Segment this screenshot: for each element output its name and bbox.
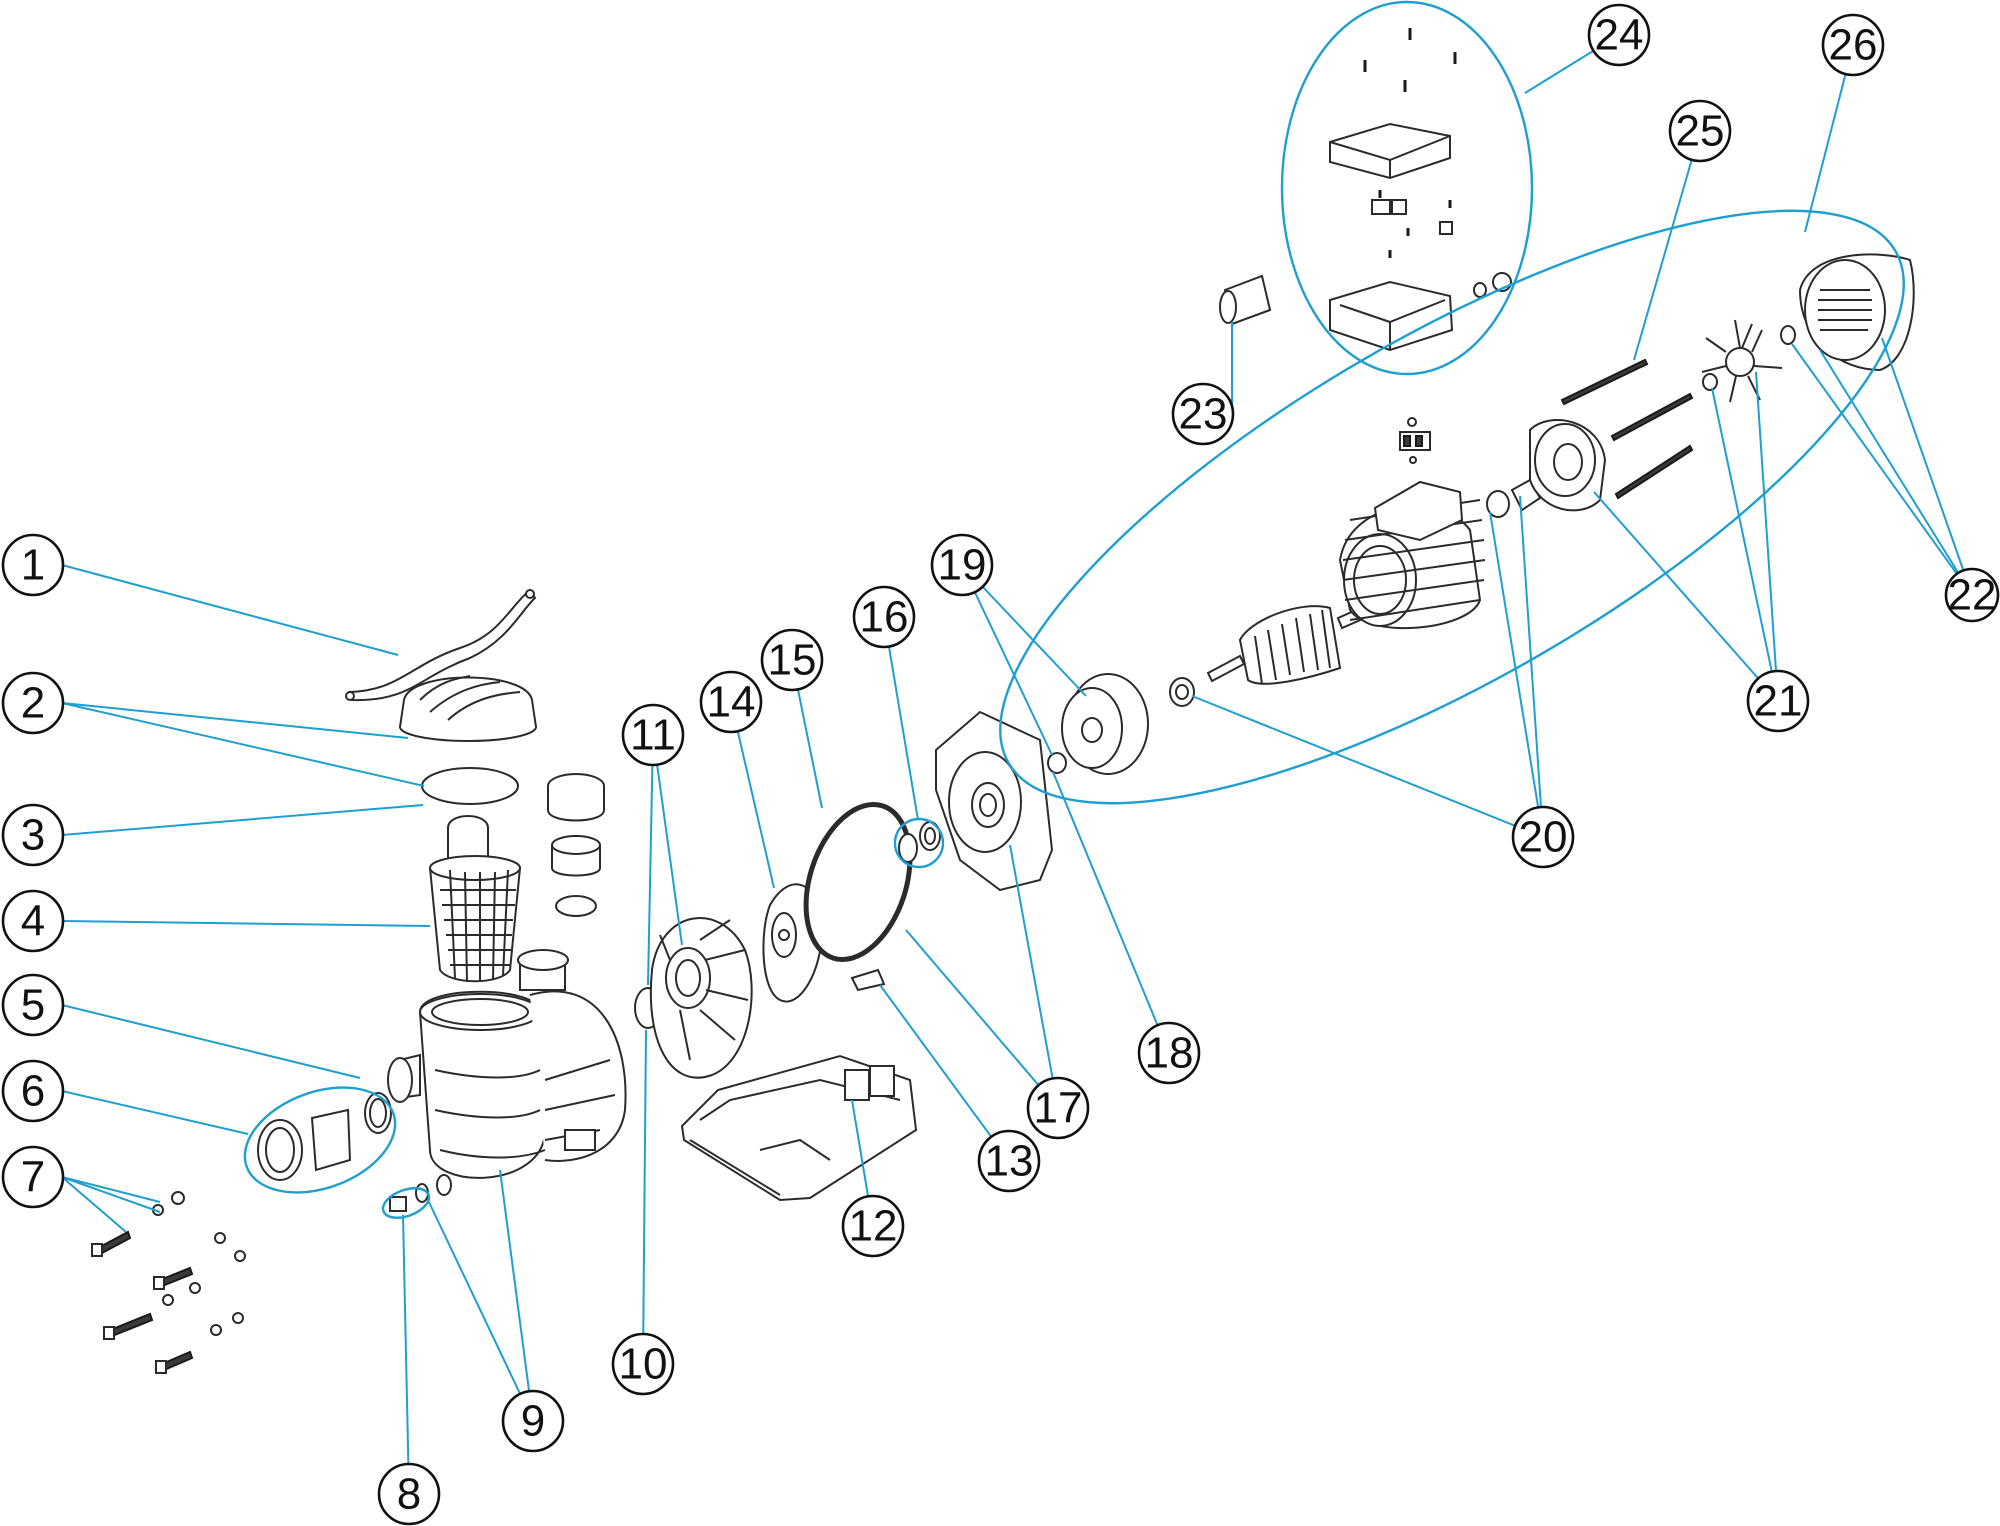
group-outline-8 xyxy=(381,1187,431,1219)
part-tie-rods xyxy=(1560,358,1694,500)
callout-16-label: 16 xyxy=(860,593,909,642)
callout-18-label: 18 xyxy=(1145,1029,1194,1078)
callout-12-label: 12 xyxy=(849,1202,898,1251)
callout-9: 9 xyxy=(501,1389,565,1453)
callout-15-label: 15 xyxy=(768,636,817,685)
callout-8-label: 8 xyxy=(397,1470,421,1519)
callout-3-label: 3 xyxy=(21,811,45,860)
callout-6: 6 xyxy=(1,1059,65,1123)
part-handle xyxy=(345,588,537,702)
callouts: 1 2 3 4 5 6 7 8 9 10 11 12 13 14 15 16 1… xyxy=(1,3,2000,1526)
callout-23-label: 23 xyxy=(1179,390,1228,439)
callout-20-label: 20 xyxy=(1519,813,1568,862)
part-fan xyxy=(1701,319,1783,403)
group-outline-24 xyxy=(1280,0,1534,376)
leader-lines xyxy=(61,34,1973,1495)
callout-26: 26 xyxy=(1821,13,1885,77)
part-bolts xyxy=(91,1191,246,1374)
callout-2-label: 2 xyxy=(21,679,45,728)
callout-24-label: 24 xyxy=(1595,11,1644,60)
group-outline-26 xyxy=(999,209,1905,805)
part-rotor xyxy=(1206,602,1376,685)
part-mechanical-seal xyxy=(898,821,941,863)
part-diffuser xyxy=(649,916,753,1079)
callout-7: 7 xyxy=(1,1145,65,1209)
part-basket xyxy=(428,815,522,983)
callout-16: 16 xyxy=(852,585,916,649)
callout-19-label: 19 xyxy=(938,541,987,590)
part-motor-housing xyxy=(1338,417,1486,630)
part-fan-cover xyxy=(1780,253,1915,372)
part-washer xyxy=(1047,752,1067,774)
callout-18: 18 xyxy=(1137,1021,1201,1085)
callout-13-label: 13 xyxy=(985,1137,1034,1186)
callout-7-label: 7 xyxy=(21,1153,45,1202)
callout-20: 20 xyxy=(1511,805,1575,869)
part-capacitor xyxy=(1219,274,1272,326)
part-pump-body xyxy=(387,949,627,1179)
callout-23: 23 xyxy=(1171,382,1235,446)
callout-3: 3 xyxy=(1,803,65,867)
callout-26-label: 26 xyxy=(1829,21,1878,70)
callout-4-label: 4 xyxy=(21,897,45,946)
callout-13: 13 xyxy=(977,1129,1041,1193)
callout-17-label: 17 xyxy=(1034,1084,1083,1133)
part-rear-flange xyxy=(1529,419,1607,512)
parts-layer xyxy=(91,28,1915,1374)
callout-22: 22 xyxy=(1944,567,2000,623)
callout-22-label: 22 xyxy=(1948,571,1997,620)
part-seal-plate xyxy=(935,710,1054,892)
callout-9-label: 9 xyxy=(521,1397,545,1446)
callout-1: 1 xyxy=(1,533,65,597)
callout-11: 11 xyxy=(621,703,685,767)
callout-1-label: 1 xyxy=(21,541,45,590)
callout-4: 4 xyxy=(1,889,65,953)
part-motor-base xyxy=(680,1054,918,1202)
part-terminal-box xyxy=(1329,28,1512,352)
callout-15: 15 xyxy=(760,628,824,692)
group-outline-16 xyxy=(893,817,945,869)
part-key xyxy=(850,968,886,992)
group-outline-5-6 xyxy=(243,1086,397,1194)
callout-19: 19 xyxy=(930,533,994,597)
part-lid-oring xyxy=(421,767,519,805)
part-drain-plug xyxy=(389,1174,452,1212)
callout-5: 5 xyxy=(1,973,65,1037)
callout-21-label: 21 xyxy=(1754,677,1803,726)
callout-21: 21 xyxy=(1746,669,1810,733)
callout-14-label: 14 xyxy=(707,678,756,727)
part-seal-plate-oring xyxy=(803,801,913,963)
callout-25-label: 25 xyxy=(1676,107,1725,156)
callout-2: 2 xyxy=(1,671,65,735)
part-lid xyxy=(399,675,537,742)
part-front-flange xyxy=(1061,673,1149,775)
callout-5-label: 5 xyxy=(21,981,45,1030)
callout-17: 17 xyxy=(1026,1076,1090,1140)
callout-11-label: 11 xyxy=(630,711,676,760)
callout-8: 8 xyxy=(377,1462,441,1526)
part-union-upper xyxy=(547,773,605,917)
callout-10-label: 10 xyxy=(619,1340,668,1389)
part-union-set xyxy=(257,1092,392,1181)
callout-6-label: 6 xyxy=(21,1067,45,1116)
callout-12: 12 xyxy=(841,1194,905,1258)
callout-24: 24 xyxy=(1587,3,1651,67)
callout-25: 25 xyxy=(1668,99,1732,163)
callout-10: 10 xyxy=(611,1332,675,1396)
group-outlines xyxy=(243,0,1905,1219)
callout-14: 14 xyxy=(699,670,763,734)
